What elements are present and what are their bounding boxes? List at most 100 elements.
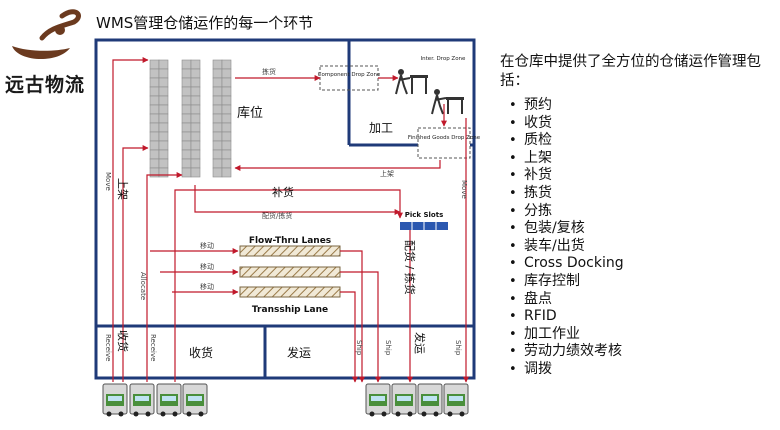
capabilities-intro: 在仓库中提供了全方位的仓储运作管理包括： [500,54,761,89]
rack-cell [149,167,160,178]
capability-item: 加工作业 [509,326,770,344]
capability-item: 盘点 [509,291,770,309]
warehouse-frame [94,38,476,380]
rack-cell [181,86,192,97]
capabilities-panel: 在仓库中提供了全方位的仓储运作管理包括： 预约收货质检上架补货拣货分拣包装/复核… [500,53,770,379]
rack-cell [149,86,160,97]
logo-text: 远古物流 [4,74,85,96]
capability-item: 上架 [509,150,770,168]
rack-cell [190,86,201,97]
rack-cell [221,167,232,178]
rack-cell [221,68,232,79]
transship-lane [239,286,341,298]
rack-cell [190,59,201,70]
storage-racks [149,59,232,178]
rack-cell [158,131,169,142]
arrow-label-replenish: 补货 [272,185,294,199]
capability-item: 收货 [509,115,770,133]
receiving-area-label: 收货 [189,345,213,360]
arrow-label-receive: Receive [104,334,112,361]
company-logo: 远古物流 [2,8,86,96]
capability-item: 调拨 [509,361,770,379]
truck-icon [182,383,208,417]
arrow-label-shipping-pick: 配货 / 拣货 [403,240,417,295]
rack-cell [190,167,201,178]
arrow-label-move: 移动 [200,262,214,271]
rack-cell [181,59,192,70]
rack-cell [181,131,192,142]
rack-cell [212,59,223,70]
arrow-label-putaway-left: 上架 [116,178,129,200]
arrow-label-putaway: 上架 [380,169,394,178]
worker-icon [395,69,428,95]
capability-item: 库存控制 [509,273,770,291]
rack-cell [212,77,223,88]
arrow-label-allocate: Allocate [139,272,147,300]
rack-cell [181,113,192,124]
rack-cell [158,158,169,169]
rack-cell [212,158,223,169]
arrow-label-receive-zh: 收货 [116,330,130,352]
rack-cell [149,131,160,142]
rack-cell [212,140,223,151]
flow-thru-lanes-label: Flow-Thru Lanes [249,236,331,246]
rack-cell [212,149,223,160]
rack-cell [221,59,232,70]
rack-cell [190,158,201,169]
rack-cell [190,122,201,133]
rack-cell [190,113,201,124]
rack-cell [158,140,169,151]
arrow-label-move-right: Move [460,180,468,199]
rack-cell [158,113,169,124]
rack-cell [181,68,192,79]
arrow-label-move: 移动 [200,282,214,291]
rack-cell [158,77,169,88]
rack-cell [158,122,169,133]
arrow-label-pick: 拣货 [262,67,276,76]
rack-cell [149,158,160,169]
rack-cell [212,95,223,106]
processing-label: 加工 [369,121,393,135]
rack-cell [181,122,192,133]
flow-arrows [112,57,469,383]
rack-cell [221,149,232,160]
capability-item: 装车/出货 [509,238,770,256]
arrow-label-distribute-pick: 配货/拣货 [262,211,292,220]
capability-item: Cross Docking [509,255,770,273]
component-drop-zone-label: Component Drop Zone [318,72,381,78]
rack-cell [221,86,232,97]
capability-item: RFID [509,308,770,326]
arrow-label-ship-zh: 发运 [413,332,427,354]
worker-icon [431,89,464,115]
finished-goods-drop-zone [417,127,471,159]
capability-item: 包装/复核 [509,220,770,238]
rack-cell [158,68,169,79]
pick-slots-label: Pick Slots [405,211,444,219]
rack-cell [190,68,201,79]
rack-cell [212,167,223,178]
warehouse-flow-diagram: 库位 Component Drop Zone Inter. Drop Zone … [94,38,481,417]
arrow-label-ship: Ship [454,340,462,356]
page-title: WMS管理仓储运作的每一个环节 [96,14,314,32]
rack-cell [181,104,192,115]
rack-cell [212,131,223,142]
rack-cell [190,77,201,88]
rack-cell [190,95,201,106]
transship-lane-label: Transship Lane [252,305,328,315]
rack-cell [149,68,160,79]
capability-item: 预约 [509,97,770,115]
rack-cell [158,59,169,70]
logo-emblem-icon [12,9,81,60]
rack-cell [221,122,232,133]
capability-item: 劳动力绩效考核 [509,343,770,361]
rack-cell [212,68,223,79]
rack-cell [221,140,232,151]
rack-cell [181,149,192,160]
truck-icon [417,383,443,417]
rack-cell [181,77,192,88]
rack-cell [149,77,160,88]
finished-goods-drop-zone-label: Finished Goods Drop Zone [408,135,481,141]
truck-icon [365,383,391,417]
rack-cell [149,113,160,124]
rack-cell [212,86,223,97]
